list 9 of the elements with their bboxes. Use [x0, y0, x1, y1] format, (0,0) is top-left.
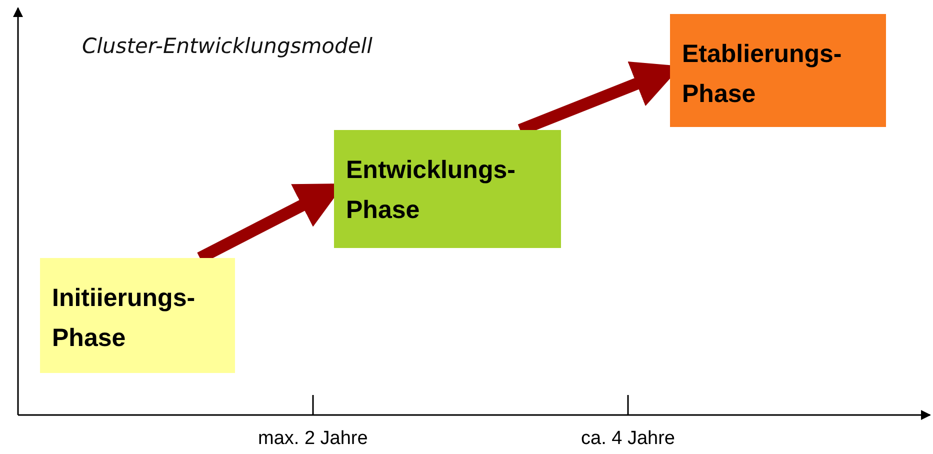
- phase-label: Etablierungs-Phase: [682, 39, 843, 110]
- phase-label: Initiierungs-Phase: [52, 283, 196, 354]
- phase-box: [40, 258, 235, 373]
- phase-box: [670, 14, 886, 127]
- axis-label: max. 2 Jahre: [258, 428, 368, 450]
- diagram-title: Cluster-Entwicklungsmodell: [82, 34, 372, 58]
- axis-label: ca. 4 Jahre: [581, 428, 675, 450]
- phase-box: [334, 130, 561, 248]
- phase-label: Entwicklungs-Phase: [346, 155, 516, 226]
